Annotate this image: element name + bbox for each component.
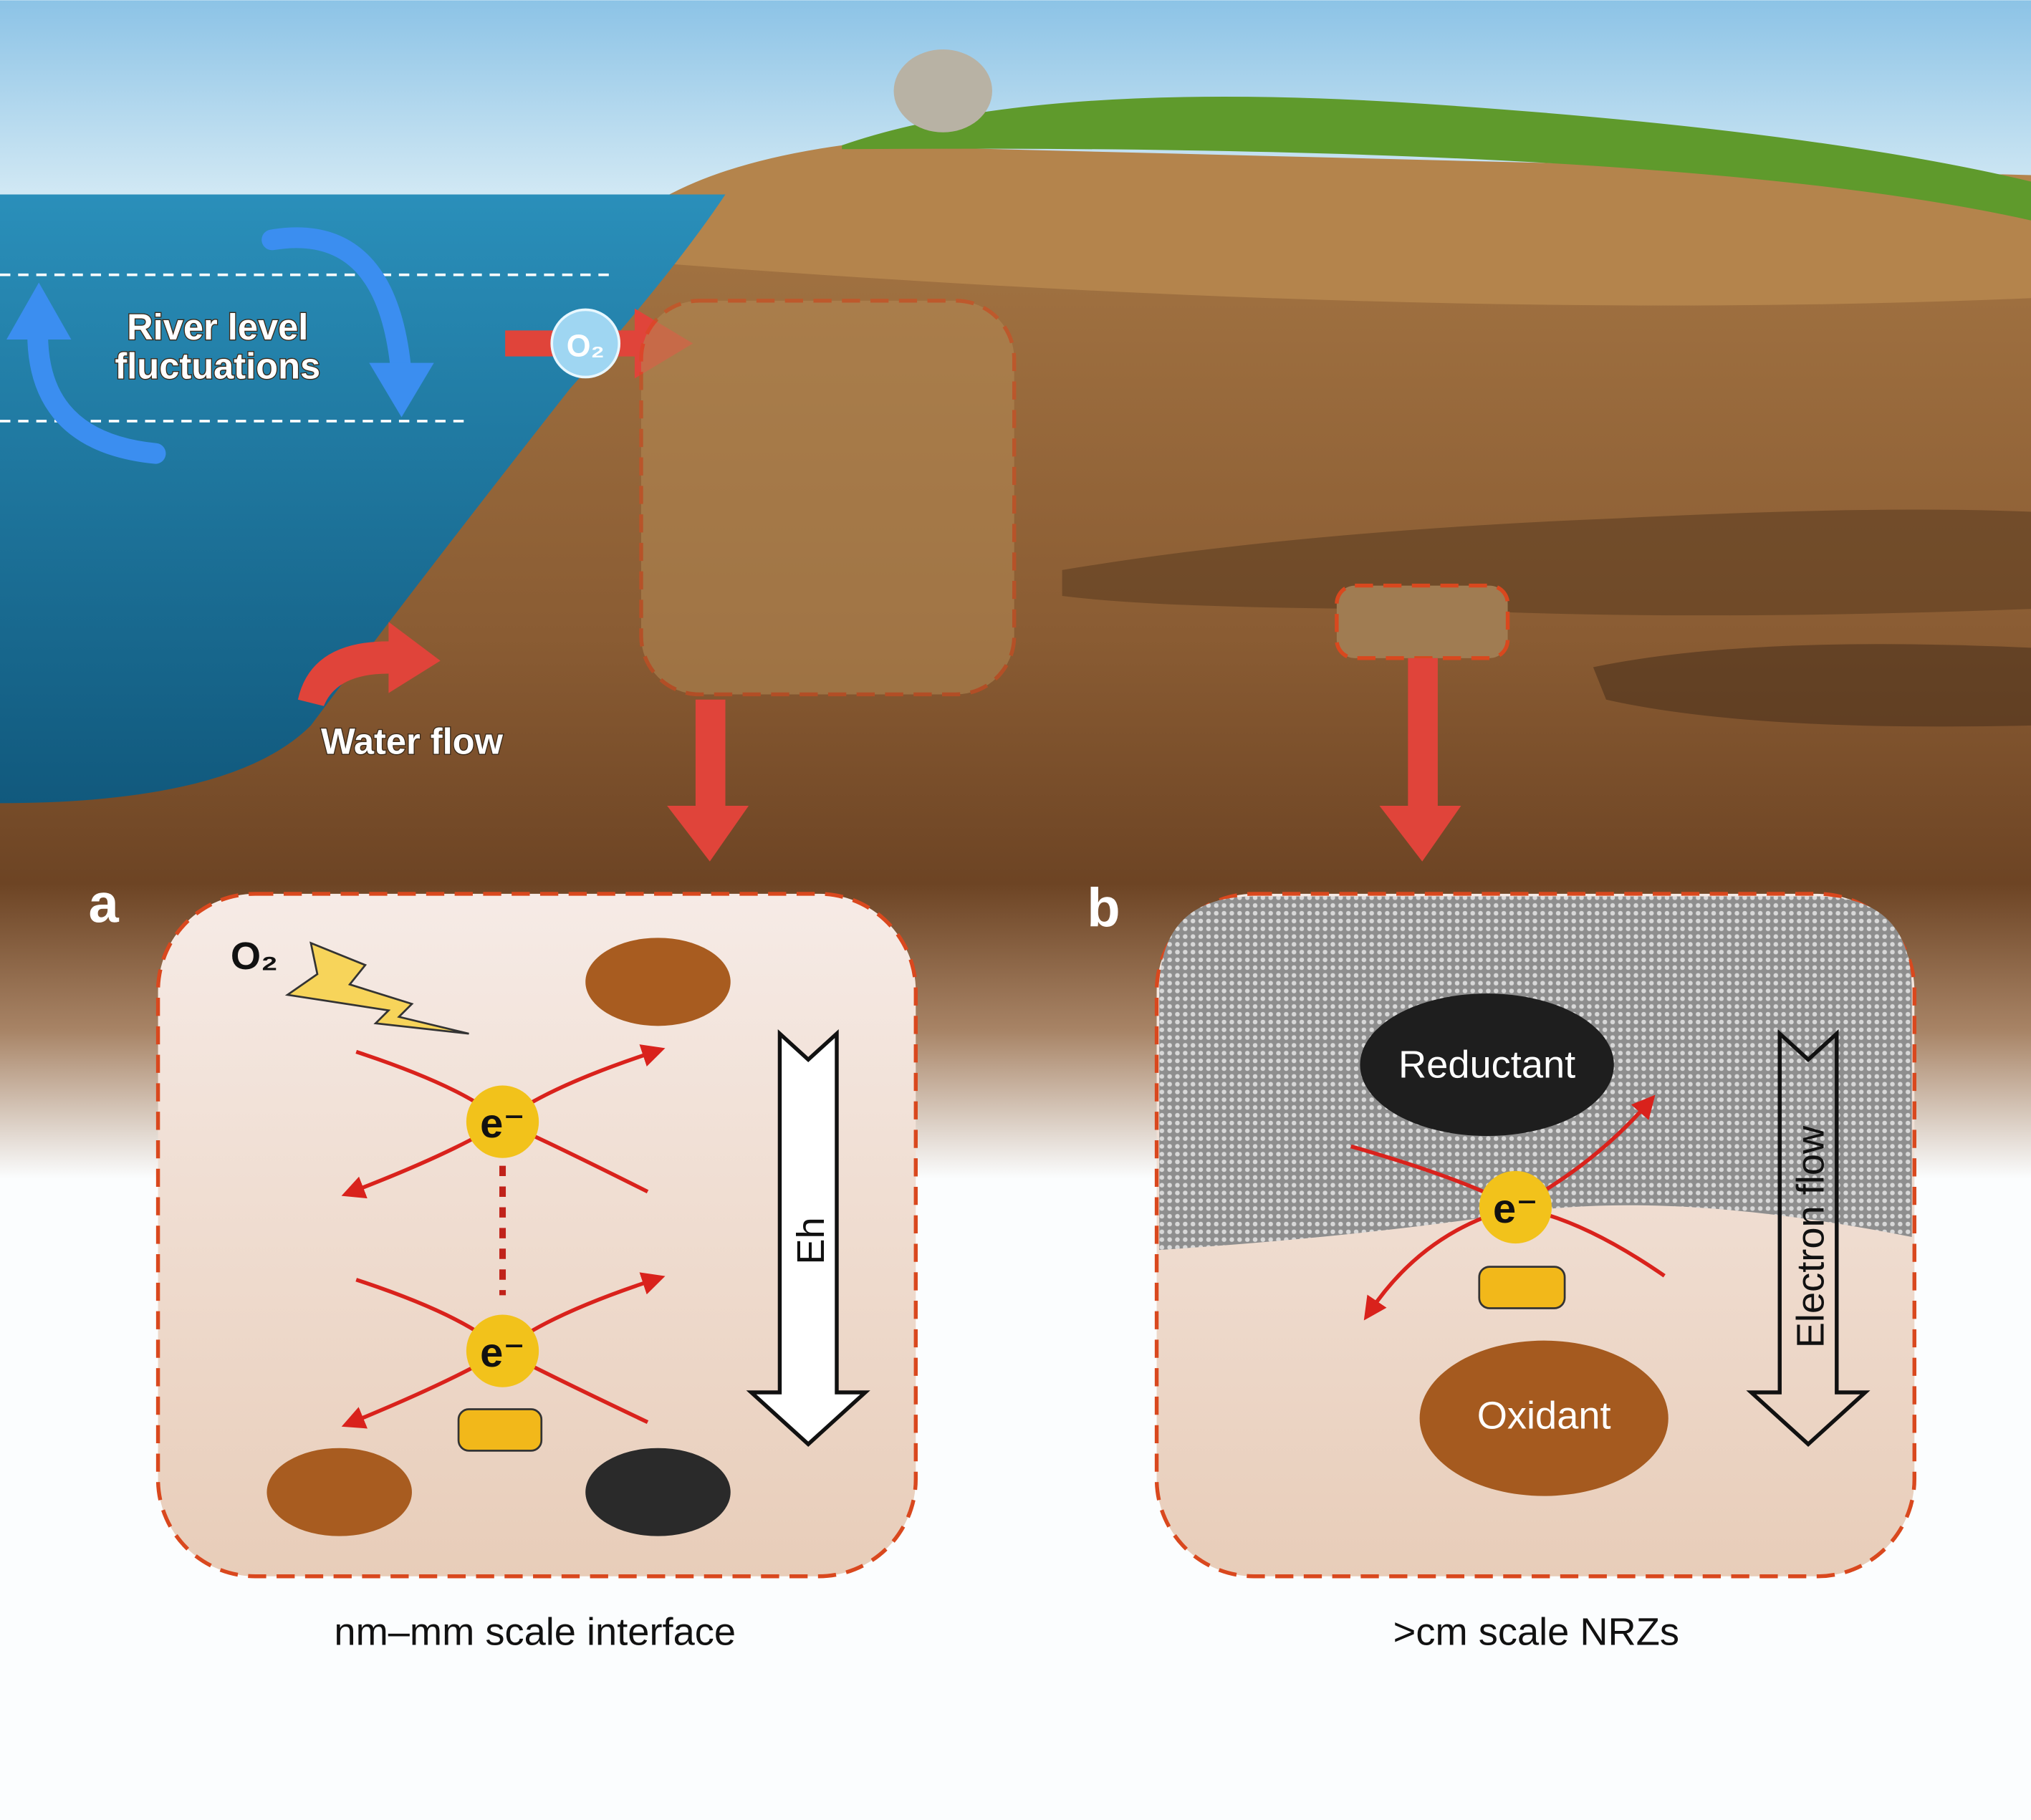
rock [893,49,992,133]
electron-flow-arrow-icon [1746,1029,1871,1447]
dark-soil-lens-2 [1593,644,2031,727]
arrowhead-down [369,362,434,418]
oxygen-bubble-label: O₂ [567,329,605,364]
arrow-to-panel-b [1379,658,1461,862]
panel-a-oxygen-label: O₂ [231,935,278,978]
electron-label: e⁻ [1493,1186,1538,1232]
panel-a [155,892,918,1579]
fluctuation-arrows-icon [27,227,412,464]
dark-soil-lens [1062,509,2031,616]
electron-label: e⁻ [480,1101,525,1147]
interface-zoom-box [639,299,1017,697]
water-flow-arrow-icon [297,622,441,706]
eh-label: Eh [789,1217,832,1264]
oxidant-cloud-icon [1419,1340,1669,1496]
oxidant-label: Oxidant [1477,1395,1611,1438]
iron-oxide-cluster-icon [267,1448,412,1536]
electron-icon [1479,1170,1552,1244]
iron-oxide-cluster-icon [585,938,731,1026]
reductant-label: Reductant [1398,1044,1575,1087]
panel-b-letter: b [1087,877,1120,938]
water-flow-label: Water flow [321,721,504,762]
river-level-label-2: fluctuations [115,345,320,386]
bacterium-icon [457,1408,543,1452]
bacterium-icon [1478,1266,1566,1309]
gradient-arrow-icon [746,1029,870,1447]
electron-icon [466,1085,539,1158]
panel-a-letter: a [89,874,120,935]
panel-a-caption: nm–mm scale interface [334,1611,736,1654]
reduced-mineral-cluster-icon [585,1448,731,1536]
grass-bank [608,145,2031,306]
river-level-label: River level [127,307,308,347]
lightning-icon [284,941,469,1035]
nrz-zoom-box [1335,583,1510,660]
oxygen-bubble-icon [550,308,621,379]
arrowhead-up [6,282,72,340]
grass [842,96,2031,221]
reductant-cloud-icon [1360,993,1614,1137]
electron-flow-label: Electron flow [1790,1125,1833,1348]
electron-icon [466,1314,539,1387]
panel-b-caption: >cm scale NRZs [1393,1611,1679,1654]
arrow-to-panel-a [667,699,749,862]
electron-label: e⁻ [480,1330,525,1376]
